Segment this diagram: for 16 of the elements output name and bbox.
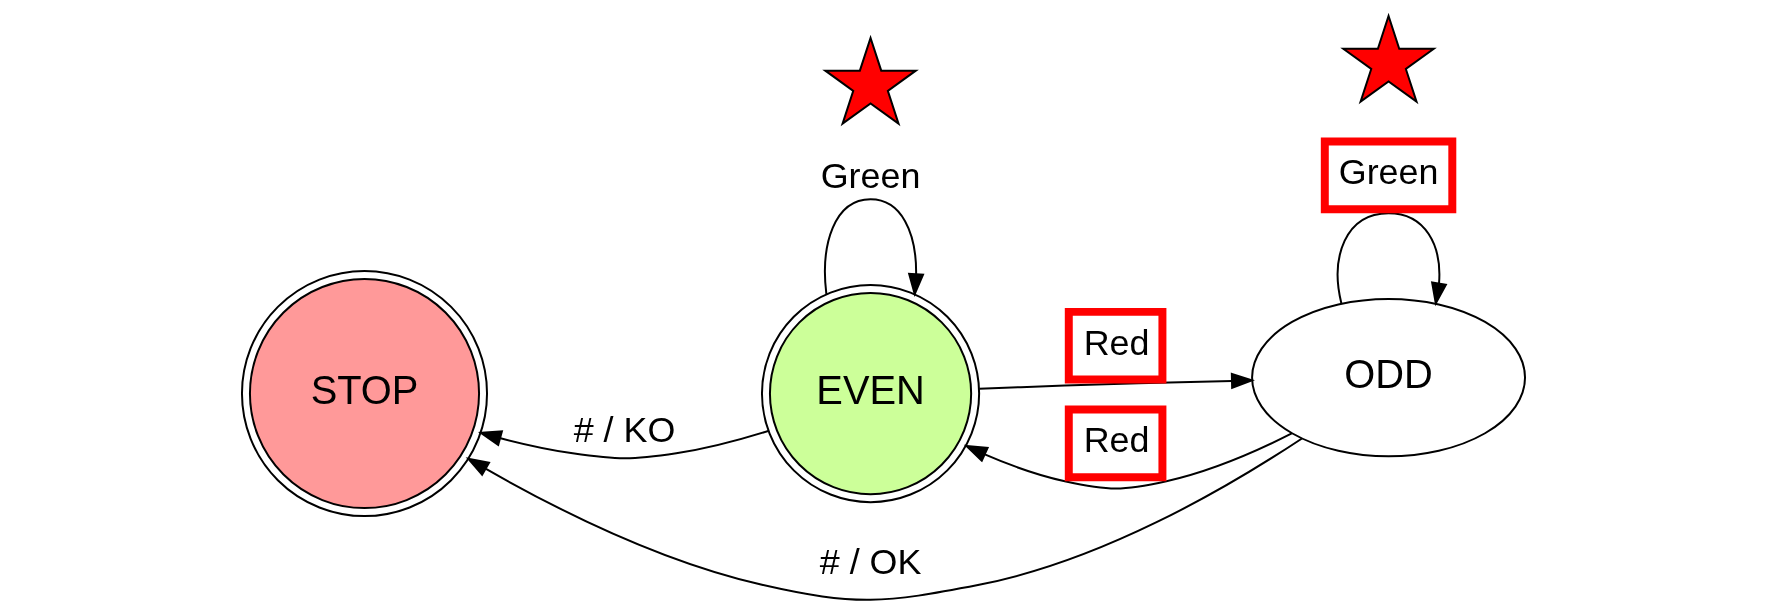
node-star <box>1339 12 1437 105</box>
node-star <box>821 34 919 127</box>
edge-label: # / OK <box>819 541 921 582</box>
edge-label: Green <box>820 156 920 197</box>
arrow <box>477 430 769 460</box>
node-ellipse: ODD <box>1250 297 1526 458</box>
edge-label: Green <box>1338 152 1438 193</box>
edge-label: # / KO <box>573 410 675 451</box>
edge-label: Red <box>1083 420 1150 461</box>
arrow <box>963 432 1293 490</box>
arrow <box>823 198 924 298</box>
node-circle: EVEN <box>760 283 980 504</box>
edge-label: Red <box>1083 322 1150 363</box>
arrow <box>1336 212 1447 307</box>
arrow <box>465 437 1303 601</box>
node-circle: STOP <box>240 270 488 518</box>
